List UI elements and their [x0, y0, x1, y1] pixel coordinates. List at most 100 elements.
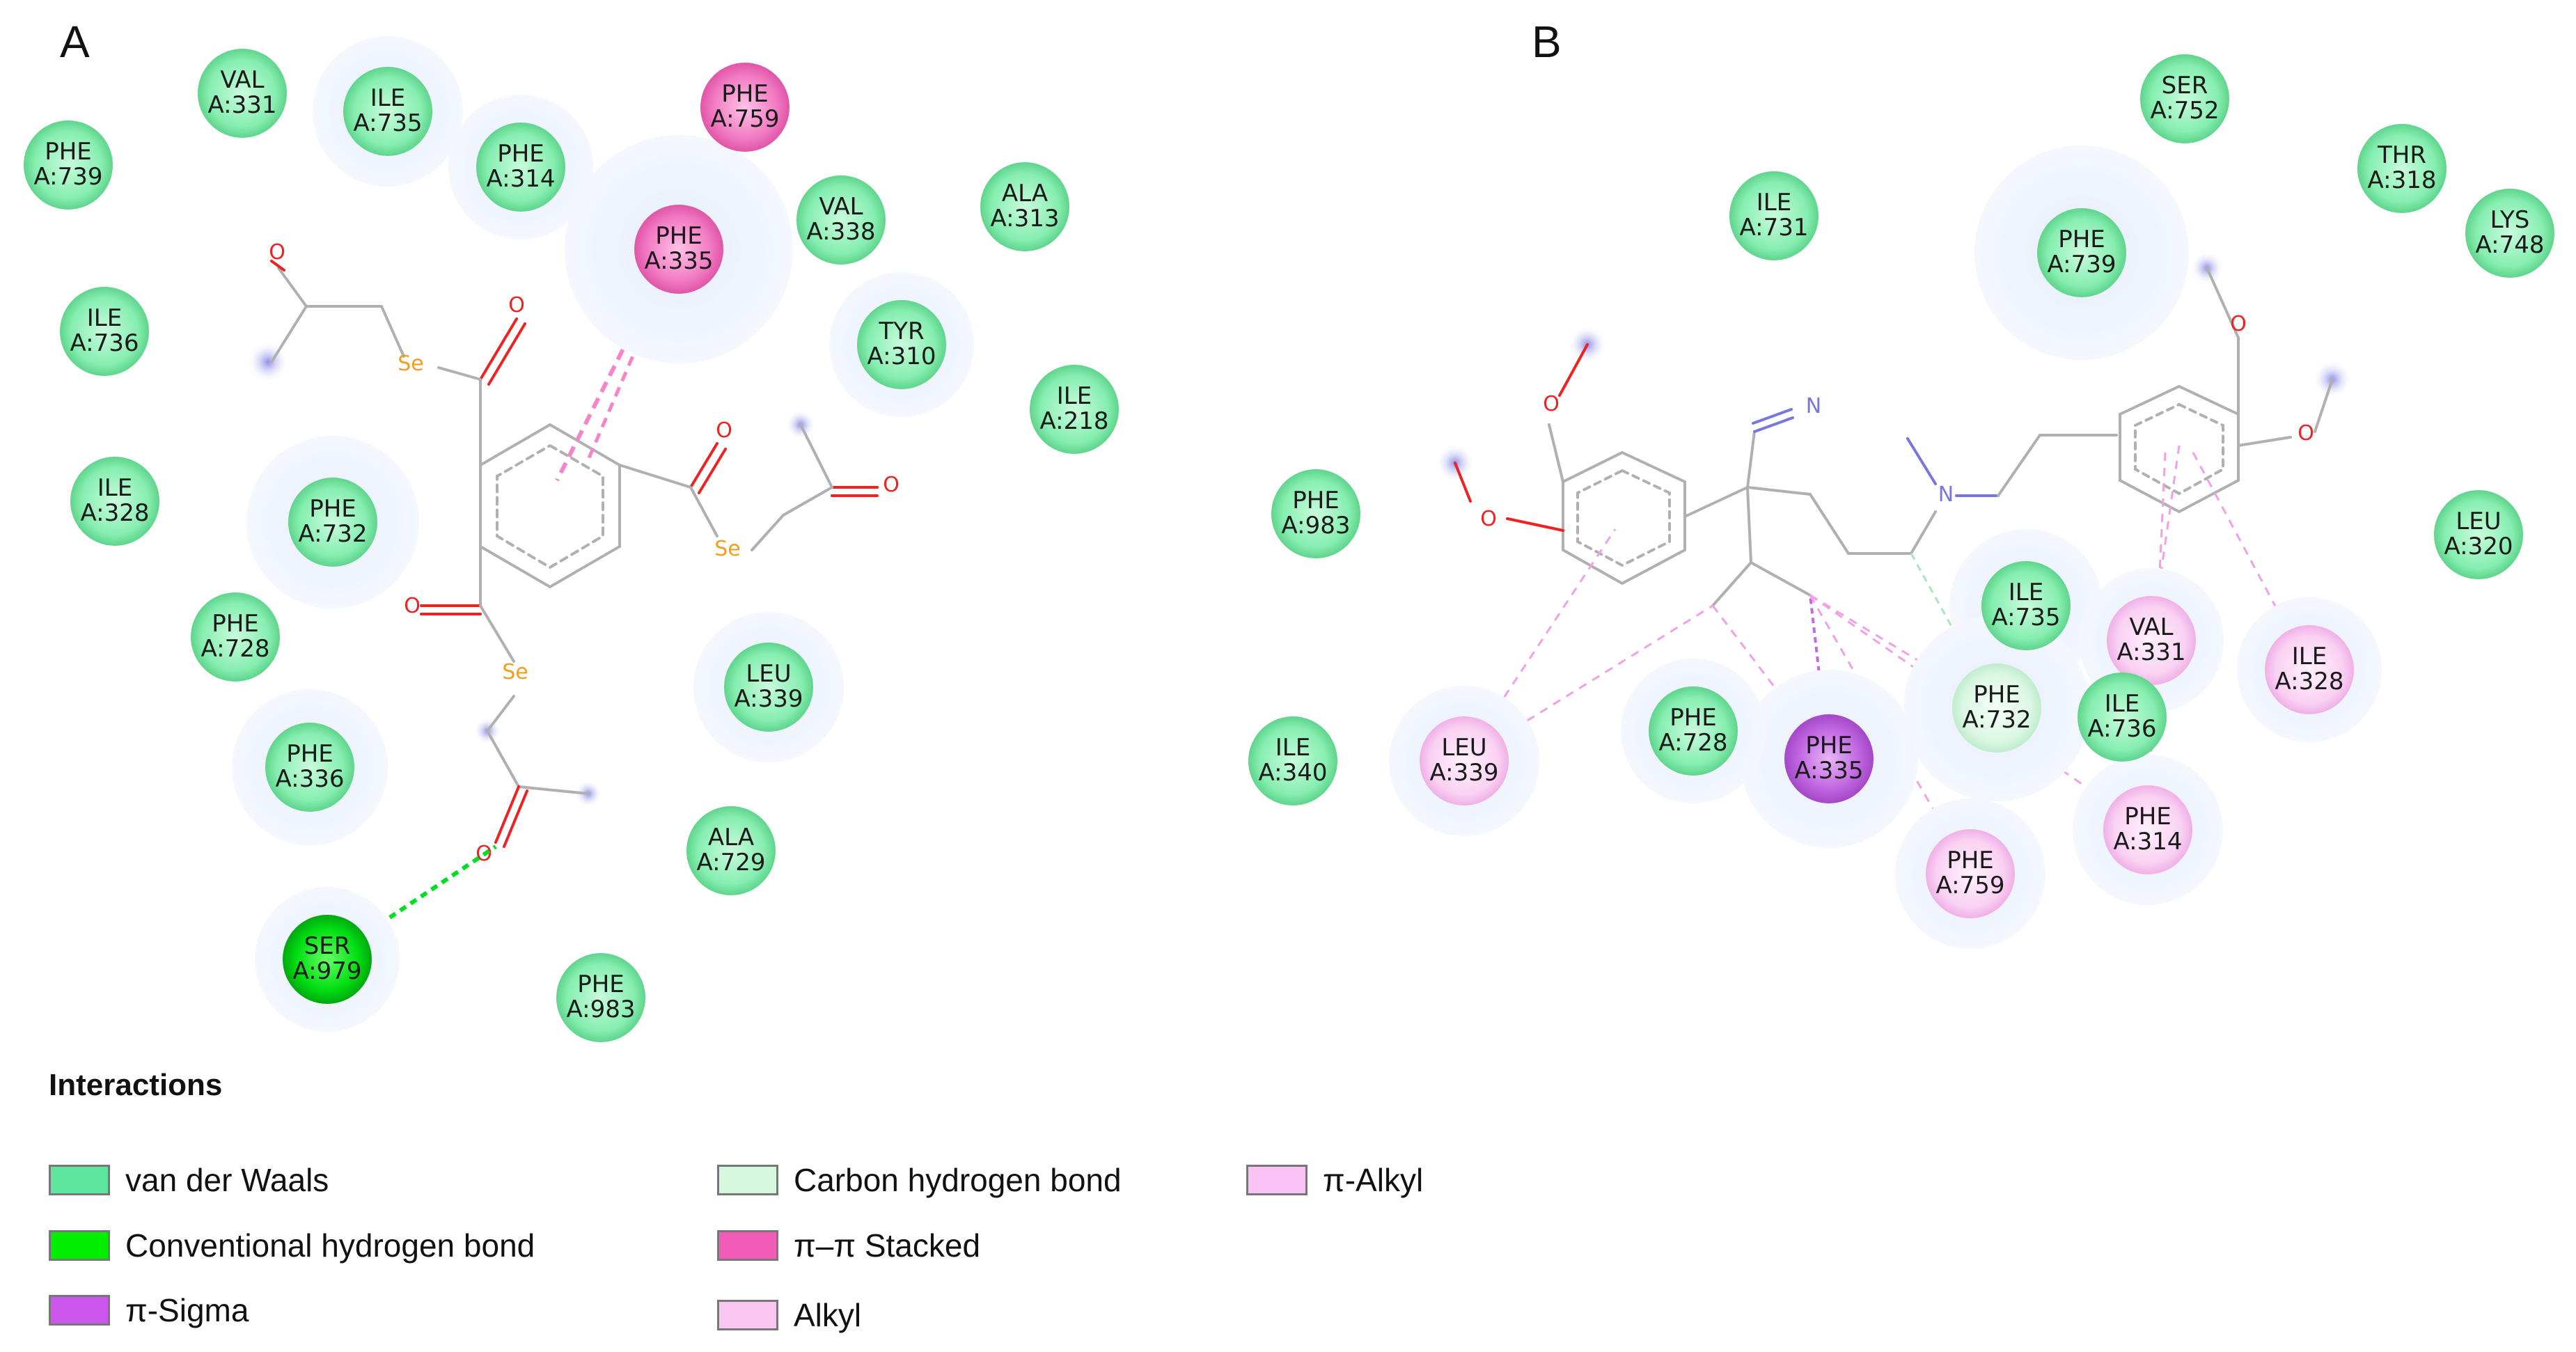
residue-name: PHE: [1805, 732, 1853, 760]
residue-circle: [70, 457, 159, 546]
residue-id: A:314: [486, 165, 555, 193]
residue-name: VAL: [220, 66, 264, 94]
residue-name: PHE: [2124, 803, 2171, 831]
residue-name: PHE: [1947, 847, 1994, 874]
residue-id: A:328: [2275, 668, 2343, 695]
residue-circle: [686, 806, 776, 895]
residue-circle: [700, 63, 790, 152]
panel-b-letter: B: [1532, 17, 1562, 67]
residue-name: THR: [2377, 141, 2426, 169]
atom-label-se: Se: [502, 660, 528, 684]
atom-label-o: O: [2230, 312, 2247, 336]
residue-circle: [191, 592, 280, 682]
legend-label: π-Alkyl: [1323, 1162, 1424, 1198]
residue-id: A:739: [2047, 251, 2116, 278]
pi-alkyl-line: [2150, 445, 2181, 641]
residue-name: PHE: [1292, 487, 1340, 514]
atom-label-o: O: [1543, 392, 1560, 416]
residue-id: A:314: [2113, 828, 2182, 856]
residue-id: A:728: [201, 635, 269, 663]
legend-item: π–π Stacked: [717, 1227, 980, 1264]
panel-a-letter: A: [60, 17, 90, 67]
residue-id: A:748: [2475, 231, 2544, 259]
residue-circle: [283, 915, 372, 1004]
residue-id: A:335: [644, 247, 713, 275]
residue-circle: [476, 123, 565, 212]
residue-id: A:979: [292, 957, 361, 985]
residue-circle: [1926, 829, 2015, 918]
atom-label-o: O: [1480, 507, 1497, 531]
residue-name: PHE: [655, 222, 702, 250]
legend-item: van der Waals: [49, 1161, 329, 1199]
residue-name: ILE: [1275, 734, 1310, 762]
residue-id: A:331: [207, 91, 276, 119]
residue-circle: [980, 162, 1069, 251]
legend-item: Alkyl: [717, 1296, 861, 1334]
residue-id: A:732: [298, 520, 367, 548]
legend-swatch: [49, 1295, 110, 1326]
residue-circle: [288, 478, 377, 567]
residue-circle: [1271, 469, 1360, 558]
residue-circle: [2265, 625, 2354, 714]
atom-label-o: O: [883, 473, 900, 497]
legend-title: Interactions: [49, 1068, 223, 1102]
residue-circle: [2465, 189, 2554, 278]
residue-circle: [724, 643, 813, 732]
residue-id: A:310: [867, 343, 936, 370]
legend-swatch: [717, 1165, 778, 1195]
residue-id: A:752: [2150, 97, 2219, 125]
residue-name: PHE: [286, 740, 333, 768]
residue-id: A:340: [1258, 759, 1327, 787]
residue-circle: [2103, 785, 2192, 874]
legend-swatch: [49, 1165, 110, 1195]
residue-id: A:318: [2367, 166, 2436, 194]
atom-label-n: N: [1806, 394, 1821, 418]
residue-circle: [1952, 663, 2041, 753]
residue-circle: [2357, 124, 2447, 213]
legend-swatch: [49, 1230, 110, 1261]
residue-circle: [2078, 673, 2167, 762]
residue-name: PHE: [45, 138, 92, 166]
residue-name: VAL: [2129, 613, 2173, 641]
residue-circle: [24, 120, 113, 210]
residue-name: PHE: [2058, 226, 2105, 253]
residue-id: A:759: [1935, 872, 2004, 899]
residue-circle: [2434, 490, 2523, 579]
residue-id: A:328: [80, 499, 149, 527]
residue-name: PHE: [577, 970, 625, 998]
hbond-line: [326, 844, 497, 961]
residue-name: SER: [304, 932, 351, 960]
residue-id: A:218: [1039, 407, 1108, 435]
residue-name: ILE: [87, 304, 122, 332]
residue-circle: [2140, 54, 2229, 143]
residue-name: VAL: [819, 193, 863, 221]
legend-swatch: [1246, 1165, 1307, 1195]
legend-label: Conventional hydrogen bond: [125, 1227, 535, 1264]
residue-name: ILE: [97, 474, 132, 502]
legend-item: Conventional hydrogen bond: [49, 1227, 535, 1264]
residue-circle: [1420, 716, 1509, 805]
residue-circle: [556, 953, 645, 1042]
